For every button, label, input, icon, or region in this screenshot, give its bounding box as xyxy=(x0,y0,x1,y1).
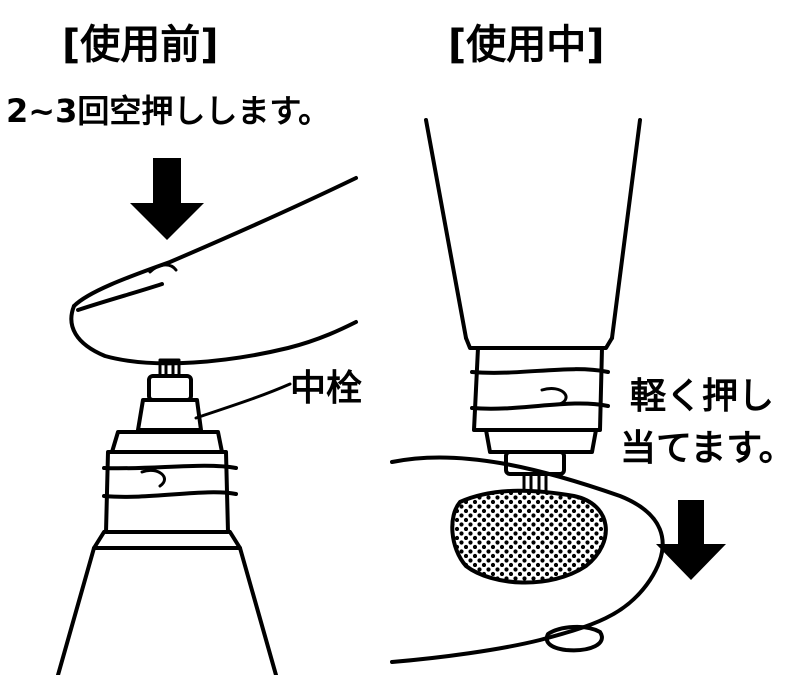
press-down-arrow-right xyxy=(656,500,726,580)
right-heading: [使用中] xyxy=(448,22,605,68)
press-down-arrow-left xyxy=(130,158,204,240)
tube-during-use xyxy=(424,118,642,502)
tube-before-use xyxy=(56,358,278,675)
right-instruction-line1: 軽く押し xyxy=(630,376,774,417)
finger-illustration xyxy=(69,176,358,366)
inner-plug-callout: 中栓 xyxy=(290,368,362,409)
skin-contact-illustration xyxy=(390,455,665,664)
right-instruction-line2: 当てます。 xyxy=(620,428,795,469)
left-instruction: 2~3回空押しします。 xyxy=(6,92,330,130)
left-heading: [使用前] xyxy=(62,22,219,68)
callout-leader-line xyxy=(194,382,292,420)
